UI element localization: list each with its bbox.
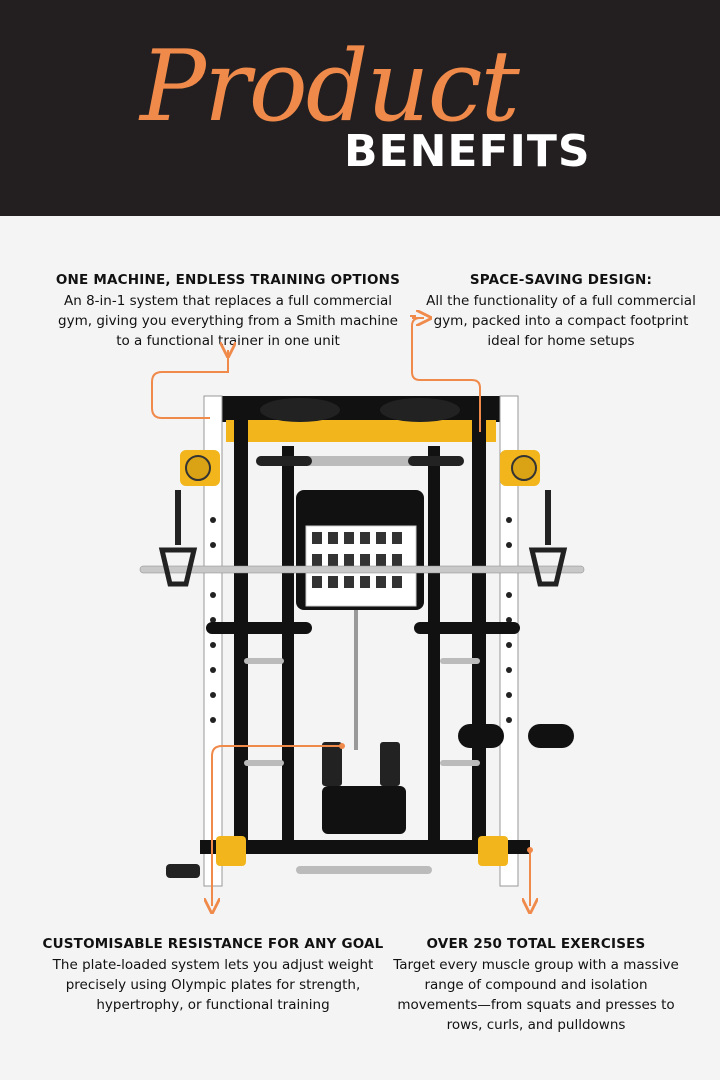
benefit-description: The plate-loaded system lets you adjust … <box>52 957 374 1013</box>
leg-pad-right <box>528 724 574 748</box>
bold-title: BENEFITS <box>344 126 591 177</box>
right-dip-arm <box>414 622 520 634</box>
lower-tricep-bar <box>296 866 432 874</box>
benefit-title: OVER 250 TOTAL EXERCISES <box>426 936 646 952</box>
benefit-description: Target every muscle group with a massive… <box>393 957 679 1033</box>
guide-left-post <box>282 446 294 846</box>
base-foot-left <box>166 864 200 878</box>
leg-pad-left <box>458 724 504 748</box>
lat-grip-right <box>408 456 464 466</box>
script-title: Product <box>140 30 520 144</box>
benefit-title: CUSTOMISABLE RESISTANCE FOR ANY GOAL <box>42 936 384 952</box>
benefit-description: An 8-in-1 system that replaces a full co… <box>58 293 398 349</box>
lat-grip-left <box>256 456 312 466</box>
pullup-handle-right <box>380 398 460 422</box>
right-low-pulley <box>478 836 508 866</box>
left-pulley-icon <box>185 455 211 481</box>
exercise-chart-cells <box>312 532 402 588</box>
header-banner: Product BENEFITS <box>0 0 720 216</box>
benefit-customisable-resistance: CUSTOMISABLE RESISTANCE FOR ANY GOAL The… <box>40 936 386 1015</box>
weight-guide-rod <box>354 610 358 750</box>
top-yellow-bar <box>226 420 496 442</box>
left-low-pulley <box>216 836 246 866</box>
left-dip-arm <box>206 622 312 634</box>
left-handle <box>158 547 198 587</box>
right-upright <box>499 395 519 887</box>
plate-stack-left <box>322 742 342 786</box>
benefit-title: SPACE-SAVING DESIGN: <box>469 272 653 288</box>
plate-horns <box>244 658 480 766</box>
smith-bar <box>139 565 585 574</box>
pullup-handle-left <box>260 398 340 422</box>
benefit-total-exercises: OVER 250 TOTAL EXERCISES Target every mu… <box>386 936 686 1035</box>
guide-right-post <box>428 446 440 846</box>
top-crossbar <box>206 396 518 422</box>
benefit-title: ONE MACHINE, ENDLESS TRAINING OPTIONS <box>55 272 401 288</box>
gym-machine-illustration <box>139 395 585 887</box>
right-handle <box>528 547 568 587</box>
inner-left-post <box>234 420 248 850</box>
right-pulley-icon <box>511 455 537 481</box>
weight-carriage <box>322 786 406 834</box>
benefit-endless-options: ONE MACHINE, ENDLESS TRAINING OPTIONS An… <box>50 272 406 351</box>
benefit-space-saving: SPACE-SAVING DESIGN: All the functionali… <box>416 272 706 351</box>
inner-right-post <box>472 420 486 850</box>
plate-stack-right <box>380 742 400 786</box>
benefit-description: All the functionality of a full commerci… <box>426 293 696 349</box>
